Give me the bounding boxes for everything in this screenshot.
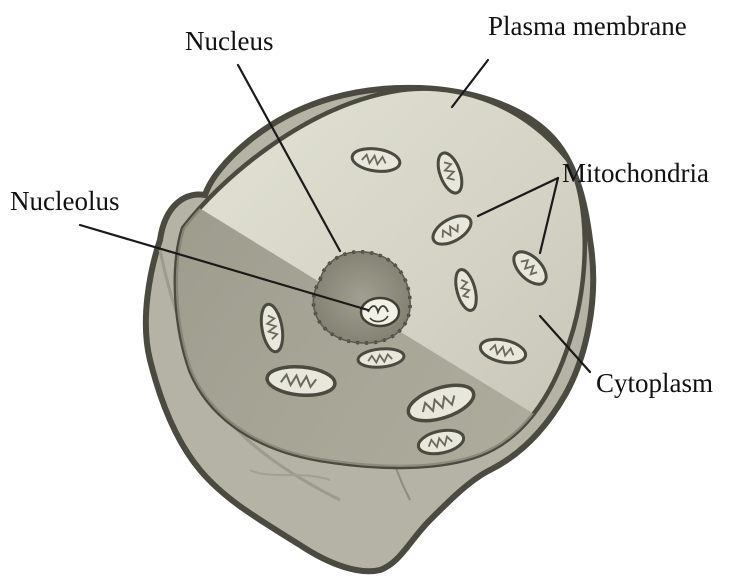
label-mitochondria: Mitochondria — [562, 158, 709, 188]
label-cytoplasm: Cytoplasm — [596, 368, 713, 398]
label-nucleus: Nucleus — [185, 26, 273, 56]
label-nucleolus: Nucleolus — [10, 186, 119, 216]
nucleolus — [361, 298, 399, 326]
label-plasma-membrane: Plasma membrane — [488, 11, 687, 41]
